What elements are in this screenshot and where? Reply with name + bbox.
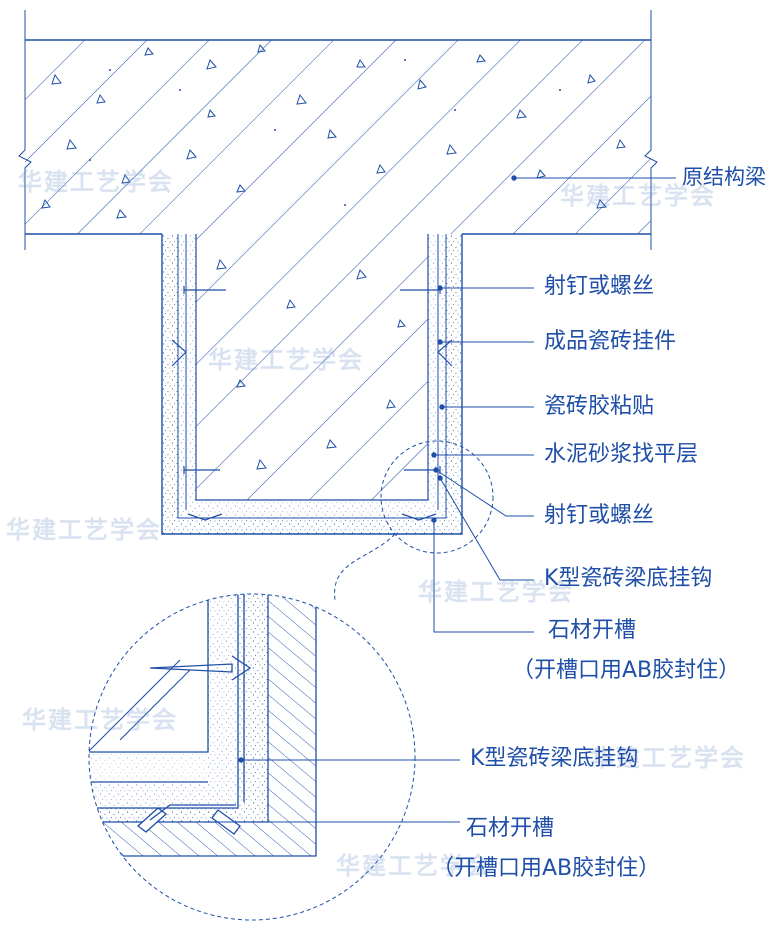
watermark: 华建工艺学会 xyxy=(22,706,178,734)
label-nail-screw-bottom: 射钉或螺丝 xyxy=(544,503,655,528)
label-detail-groove-note: （开槽口用AB胶封住） xyxy=(432,856,661,881)
original-beam xyxy=(18,10,658,250)
watermark: 华建工艺学会 xyxy=(418,578,574,606)
label-detail-k-hook: K型瓷砖梁底挂钩 xyxy=(470,746,639,771)
label-stone-groove: 石材开槽 xyxy=(548,618,637,643)
watermark: 华建工艺学会 xyxy=(336,852,492,880)
watermark: 华建工艺学会 xyxy=(208,346,364,374)
watermark: 华建工艺学会 xyxy=(6,516,162,544)
label-nail-screw-top: 射钉或螺丝 xyxy=(544,274,655,299)
label-tile-hanger: 成品瓷砖挂件 xyxy=(544,329,677,354)
label-original-beam: 原结构梁 xyxy=(682,165,766,189)
label-mortar-layer: 水泥砂浆找平层 xyxy=(544,442,699,467)
label-tile-adhesive: 瓷砖胶粘贴 xyxy=(544,394,655,419)
label-k-hook: K型瓷砖梁底挂钩 xyxy=(544,566,713,591)
label-detail-stone-groove: 石材开槽 xyxy=(466,816,555,841)
watermark: 华建工艺学会 xyxy=(590,744,746,772)
label-groove-note: （开槽口用AB胶封住） xyxy=(512,658,741,683)
watermark: 华建工艺学会 xyxy=(560,182,716,210)
watermark: 华建工艺学会 xyxy=(18,168,174,196)
leader-lines xyxy=(431,175,676,633)
beam-web xyxy=(161,234,494,601)
